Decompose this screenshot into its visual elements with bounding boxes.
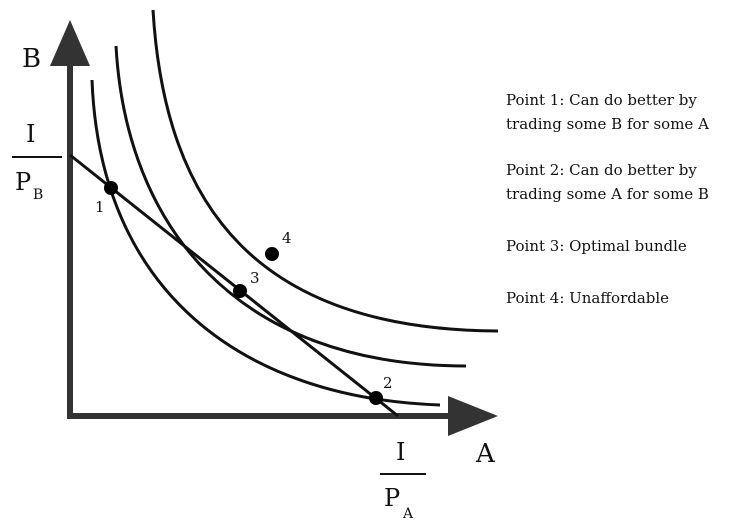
legend-text: trading some B for some A (506, 115, 709, 133)
budget-line (69, 153, 399, 418)
x-axis-arrowhead (448, 396, 498, 436)
point-3-marker (233, 284, 247, 298)
indifference-curve-high (151, 9, 499, 333)
legend-text: Point 1: Can do better by (506, 91, 697, 109)
point-1-label: 1 (95, 198, 105, 216)
legend-text: Point 3: Optimal bundle (506, 237, 687, 255)
point-3-label: 3 (250, 269, 260, 287)
legend-item-point-4: Point 4: Unaffordable (506, 286, 669, 310)
y-axis-arrowhead (50, 20, 90, 66)
legend-item-point-1: Point 1: Can do better by trading some B… (506, 88, 709, 136)
point-2-marker (369, 391, 383, 405)
legend-text: Point 4: Unaffordable (506, 289, 670, 307)
legend-item-point-2: Point 2: Can do better by trading some A… (506, 158, 709, 206)
legend-text: trading some A for some B (506, 185, 709, 203)
x-intercept-subscript: A (402, 506, 414, 522)
x-axis-label: A (475, 439, 496, 469)
y-intercept-numerator: I (26, 120, 35, 148)
y-axis-label: B (22, 44, 41, 74)
x-intercept-numerator: I (396, 438, 405, 466)
point-2-label: 2 (383, 374, 393, 392)
y-intercept-denominator: P (15, 168, 31, 196)
point-1-marker (104, 181, 118, 195)
legend-text: Point 2: Can do better by (506, 161, 697, 179)
point-4-label: 4 (282, 229, 292, 247)
indifference-curve-mid (114, 45, 467, 368)
y-intercept-subscript: B (33, 187, 43, 203)
x-intercept-denominator: P (384, 484, 400, 512)
legend-item-point-3: Point 3: Optimal bundle (506, 234, 687, 258)
indifference-curve-low (90, 79, 441, 407)
point-4-marker (265, 247, 279, 261)
